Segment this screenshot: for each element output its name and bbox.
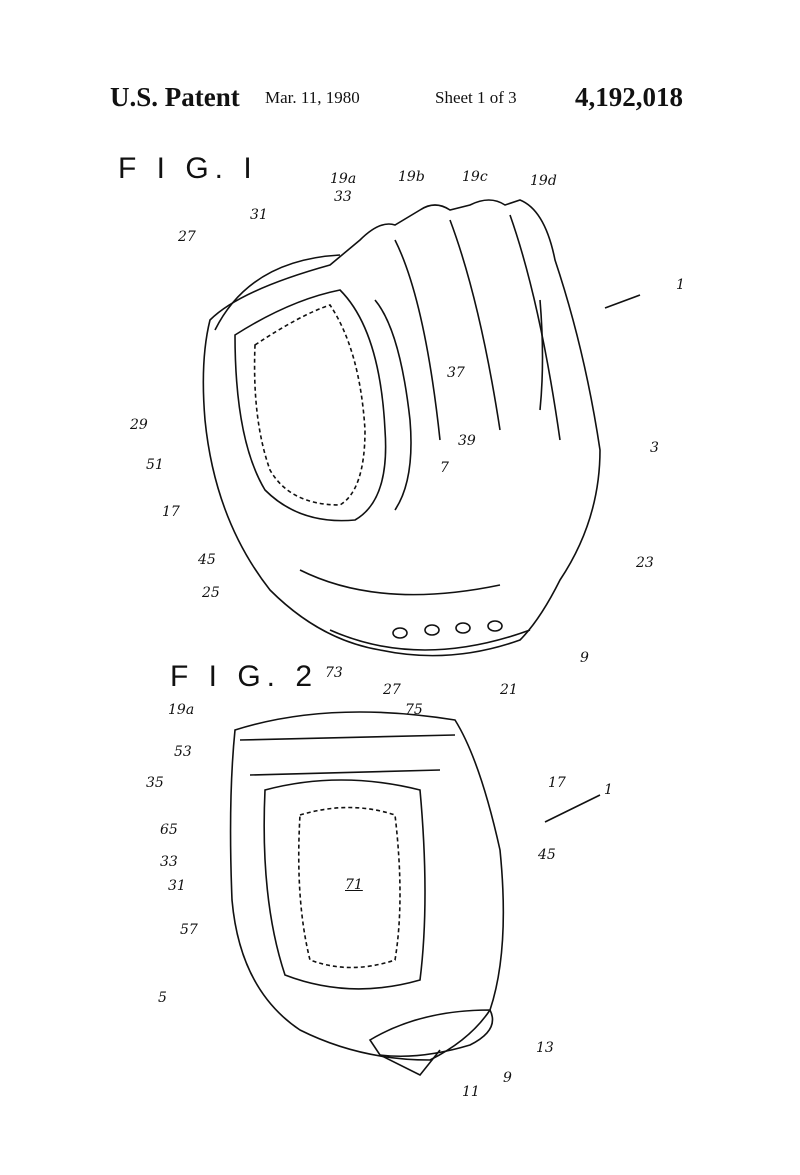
ref-label: 25 (202, 585, 220, 601)
ref-label: 37 (447, 365, 465, 381)
figure-2-glove (229, 711, 601, 1077)
ref-label: 29 (130, 417, 148, 433)
ref-label: 57 (180, 922, 198, 938)
ref-label: 23 (636, 555, 654, 571)
ref-label: 19c (462, 169, 488, 185)
ref-label: 65 (160, 822, 178, 838)
ref-label: 17 (162, 504, 180, 520)
ref-label: 39 (458, 433, 476, 449)
ref-label: 1 (604, 782, 613, 798)
figure-1-glove (202, 199, 641, 657)
ref-label: 31 (168, 878, 186, 894)
ref-label: 7 (440, 460, 449, 476)
ref-label: 5 (158, 990, 167, 1006)
patent-number: 4,192,018 (575, 82, 683, 112)
ref-label: 35 (146, 775, 164, 791)
ref-label: 17 (548, 775, 566, 791)
ref-label: 19b (398, 169, 425, 185)
patent-office: U.S. Patent (110, 82, 240, 112)
ref-label: 11 (462, 1084, 480, 1100)
ref-label: 19a (330, 171, 357, 187)
sheet-number: Sheet 1 of 3 (435, 88, 517, 107)
figure-1-title: F I G. I (118, 152, 258, 185)
patent-date: Mar. 11, 1980 (265, 88, 360, 107)
ref-label: 9 (580, 650, 589, 666)
ref-label: 3 (650, 440, 659, 456)
ref-label: 19d (530, 173, 557, 189)
ref-label: 19a (168, 702, 195, 718)
ref-label: 33 (334, 189, 352, 205)
ref-label: 53 (174, 744, 192, 760)
ref-label: 9 (503, 1070, 512, 1086)
ref-label: 33 (160, 854, 178, 870)
ref-label: 21 (500, 682, 518, 698)
ref-label: 27 (178, 229, 196, 245)
ref-label: 13 (536, 1040, 554, 1056)
ref-label: 31 (250, 207, 268, 223)
ref-label: 75 (405, 702, 423, 718)
ref-label: 45 (198, 552, 216, 568)
ref-label: 73 (325, 665, 343, 681)
ref-label: 51 (146, 457, 164, 473)
ref-label: 71 (345, 877, 363, 893)
ref-label: 27 (383, 682, 401, 698)
figure-2-title: F I G. 2 (170, 660, 319, 693)
ref-label: 45 (538, 847, 556, 863)
ref-label: 1 (676, 277, 685, 293)
